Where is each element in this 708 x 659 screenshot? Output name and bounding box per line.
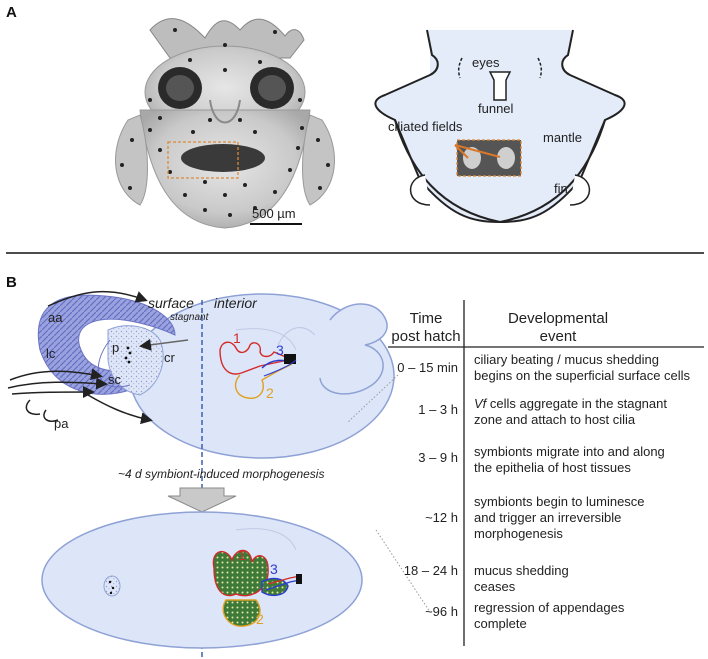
label-pa: pa <box>54 416 69 431</box>
label-funnel: funnel <box>478 101 514 116</box>
row-event-line: ciliary beating / mucus shedding <box>474 352 659 367</box>
row-event-line: complete <box>474 616 527 631</box>
panel-b-letter: B <box>6 274 17 291</box>
row-time: 3 – 9 h <box>418 450 458 465</box>
crypt-2-label-bottom: 2 <box>256 611 264 627</box>
flow-arrows <box>7 290 153 425</box>
roi-box <box>167 141 239 179</box>
row-event-line: the epithelia of host tissues <box>474 460 631 475</box>
row-event-line: begins on the superficial surface cells <box>474 368 691 383</box>
row-time: ~12 h <box>425 510 458 525</box>
connector-bottom <box>375 529 431 613</box>
connector-top <box>347 374 399 423</box>
row-time: 1 – 3 h <box>418 402 458 417</box>
label-ciliated-fields: ciliated fields <box>388 119 463 134</box>
label-interior: interior <box>214 295 258 311</box>
row-event-line: zone and attach to host cilia <box>474 412 636 427</box>
morphogenesis-caption: ~4 d symbiont-induced morphogenesis <box>118 467 324 481</box>
row-event-line: mucus shedding <box>474 563 569 578</box>
vf-italic: Vf <box>474 396 488 411</box>
squid-photo <box>115 18 335 229</box>
row-event-line: morphogenesis <box>474 526 563 541</box>
crypt-1-label-top: 1 <box>233 330 241 346</box>
panel-a-letter: A <box>6 4 17 21</box>
row-event-line: symbionts migrate into and along <box>474 444 665 459</box>
row-time: 0 – 15 min <box>397 360 458 375</box>
label-surface: surface <box>148 295 194 311</box>
crypt-3-label-top: 3 <box>276 342 284 358</box>
row-time: ~96 h <box>425 604 458 619</box>
timeline-table: Time post hatch Developmental event 0 – … <box>388 300 704 646</box>
down-arrow <box>167 487 237 513</box>
header-event-2: event <box>540 328 578 345</box>
header-time-1: Time <box>410 310 443 327</box>
crypt-2-label-top: 2 <box>266 385 274 401</box>
label-stagnant: stagnant <box>170 312 210 323</box>
header-event-1: Developmental <box>508 310 608 327</box>
label-fin: fin <box>554 181 568 196</box>
squid-schematic <box>374 29 626 224</box>
row-event-line: and trigger an irreversible <box>474 510 621 525</box>
row-event-line: regression of appendages <box>474 600 625 615</box>
row-event-line: ceases <box>474 579 516 594</box>
header-time-2: post hatch <box>391 328 460 345</box>
label-p: p <box>112 340 119 355</box>
label-sc: sc <box>108 372 122 387</box>
crypt-diagram-top <box>219 328 297 399</box>
row-event-line: symbionts begin to luminesce <box>474 494 645 509</box>
scale-bar-label: 500 µm <box>252 206 296 221</box>
label-aa: aa <box>48 310 63 325</box>
stagnant-arrow <box>139 338 189 351</box>
row-event-line: Vf cells aggregate in the stagnant <box>474 396 667 411</box>
label-lc: lc <box>46 346 56 361</box>
vf-rest: cells aggregate in the stagnant <box>486 396 667 411</box>
light-organ-juvenile <box>37 293 395 459</box>
label-eyes: eyes <box>472 55 500 70</box>
label-cr: cr <box>164 350 176 365</box>
light-organ-adult <box>41 511 363 649</box>
label-mantle: mantle <box>543 130 582 145</box>
crypt-3-label-bottom: 3 <box>270 561 278 577</box>
crypt-1-label-bottom: 1 <box>238 547 246 563</box>
row-time: 18 – 24 h <box>404 563 458 578</box>
